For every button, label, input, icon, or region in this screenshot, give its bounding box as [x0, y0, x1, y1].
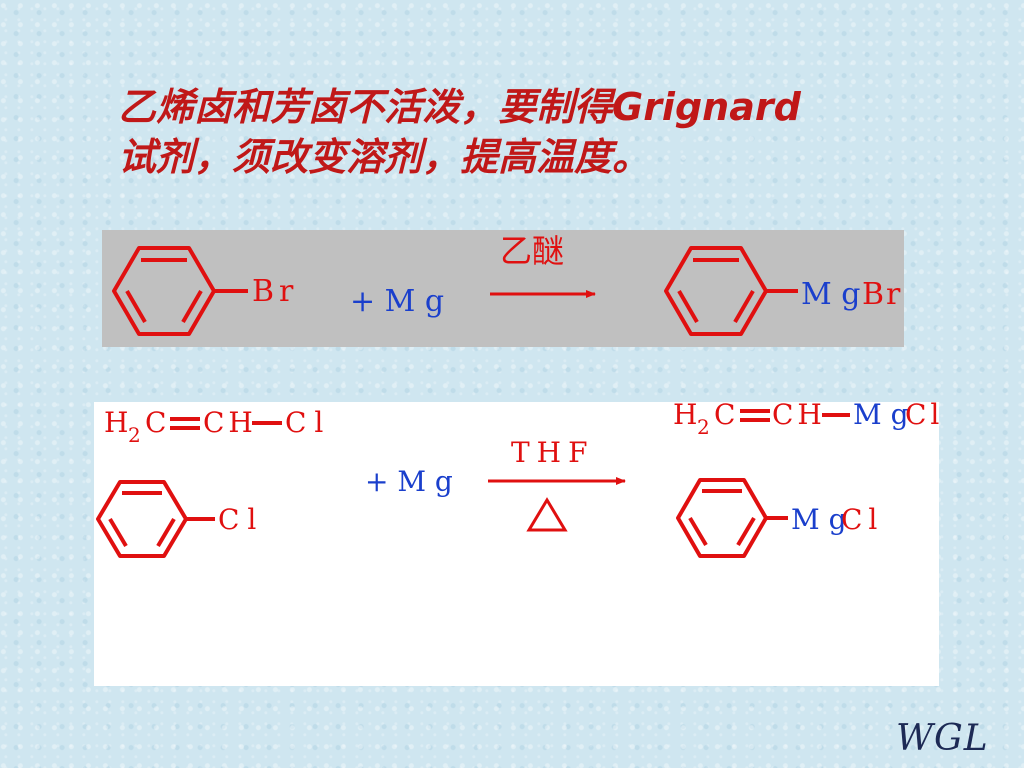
vinyl-subscript-2: 2: [128, 423, 141, 447]
chloro-label: Cl: [218, 503, 264, 536]
benzene-ring-icon: [664, 246, 768, 336]
product-vinyl-h: H: [673, 398, 697, 431]
vinyl-cl: Cl: [285, 406, 331, 439]
watermark-logo: WGL: [896, 718, 989, 759]
title-line-2: 试剂，须改变溶剂，提高温度。: [118, 135, 651, 179]
product-vinyl-cl: Cl: [905, 398, 943, 431]
product-bromo-label: Br: [862, 277, 902, 312]
condition-thf: THF: [511, 436, 595, 469]
reaction-1-panel: [102, 230, 904, 347]
phenylmagnesium-bromide: M g Br: [664, 246, 902, 336]
bromobenzene: Br: [112, 246, 298, 336]
title-line-1: 乙烯卤和芳卤不活泼，要制得Grignard: [118, 85, 801, 129]
triangle-delta-icon: [526, 497, 568, 532]
vinyl-chloride: H 2 C CH Cl: [104, 406, 331, 447]
product-vinyl-mg: M g: [853, 398, 909, 431]
bromo-label: Br: [252, 274, 298, 309]
benzene-ring-icon: [676, 478, 768, 558]
vinylmagnesium-chloride: H 2 C CH M g Cl: [673, 398, 943, 439]
condition-ether: 乙醚: [500, 232, 564, 270]
chlorobenzene: Cl: [96, 480, 264, 558]
product-vinyl-subscript-2: 2: [697, 415, 710, 439]
benzene-ring-icon: [112, 246, 216, 336]
slide-title: 乙烯卤和芳卤不活泼，要制得Grignard 试剂，须改变溶剂，提高温度。: [118, 82, 918, 182]
magnesium-label: M g: [801, 277, 860, 312]
aryl-magnesium-label: M g: [791, 503, 847, 536]
vinyl-c: C: [145, 406, 166, 439]
benzene-ring-icon: [96, 480, 188, 558]
product-vinyl-ch: CH: [772, 398, 826, 431]
reaction-2-panel: [94, 402, 939, 686]
phenylmagnesium-chloride: M g Cl: [676, 478, 883, 558]
plus-magnesium-1: + M g: [350, 284, 444, 319]
product-vinyl-c: C: [714, 398, 735, 431]
plus-magnesium-2: + M g: [365, 465, 453, 498]
aryl-product-chloro-label: Cl: [841, 503, 883, 536]
vinyl-h: H: [104, 406, 128, 439]
vinyl-ch: CH: [203, 406, 257, 439]
